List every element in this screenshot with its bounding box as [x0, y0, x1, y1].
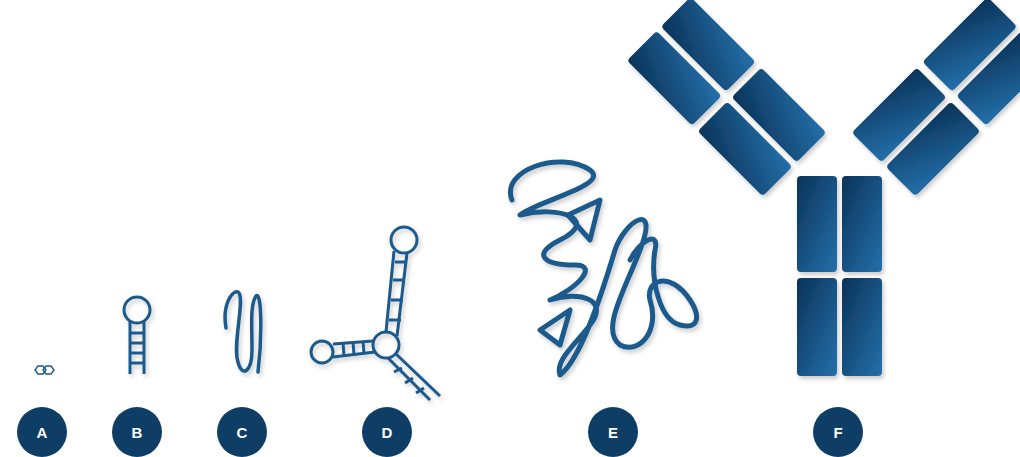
label-badge: D: [362, 407, 412, 457]
badge-letter: F: [833, 425, 842, 440]
label-badge: C: [217, 407, 267, 457]
label-badge: A: [17, 407, 67, 457]
badge-letter: A: [37, 425, 48, 440]
badge-letter: B: [132, 425, 143, 440]
three-way-junction: [311, 227, 440, 400]
small-molecule-icon: [35, 366, 54, 374]
hairpin-aptamer: [124, 297, 150, 374]
antibody: [627, 0, 1020, 376]
badge-letter: E: [608, 425, 618, 440]
label-badge: B: [112, 407, 162, 457]
label-badge: F: [813, 407, 863, 457]
badge-letter: C: [237, 425, 248, 440]
linear-peptide: [225, 292, 261, 372]
badge-letter: D: [382, 425, 393, 440]
label-badge: E: [588, 407, 638, 457]
folded-protein: [510, 162, 696, 375]
